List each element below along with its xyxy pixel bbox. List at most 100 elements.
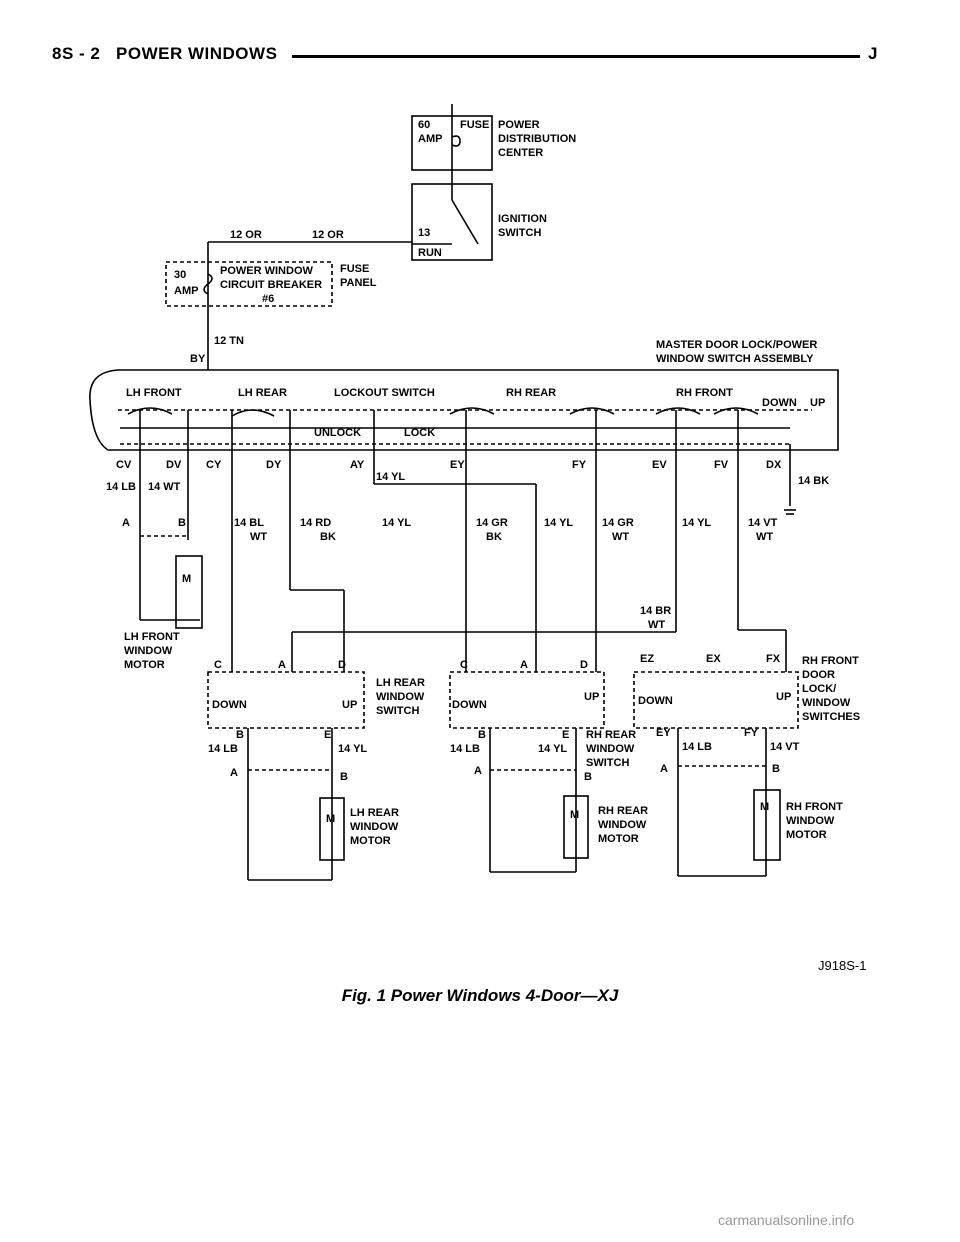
wire-14br-wt: WT xyxy=(648,619,665,631)
lhr-pin-a: A xyxy=(278,659,286,671)
rhf-wire-vt: 14 VT xyxy=(770,741,800,753)
breaker-amp: AMP xyxy=(174,285,198,297)
pdc-name-1: POWER xyxy=(498,119,540,131)
pin-dv: DV xyxy=(166,459,182,471)
pin-ey: EY xyxy=(450,459,465,471)
master-name-2: WINDOW SWITCH ASSEMBLY xyxy=(656,353,814,365)
pin-ev: EV xyxy=(652,459,667,471)
wire-14bl: 14 BL xyxy=(234,517,264,529)
lhr-pin-d: D xyxy=(338,659,346,671)
wire-12or-left: 12 OR xyxy=(230,229,262,241)
rhf-pin-ey: EY xyxy=(656,727,671,739)
rhf-motor-name-3: MOTOR xyxy=(786,829,827,841)
lhf-motor-name-1: LH FRONT xyxy=(124,631,180,643)
rhr-pin-c: C xyxy=(460,659,468,671)
rhr-pin-d: D xyxy=(580,659,588,671)
rhf-wire-lb: 14 LB xyxy=(682,741,712,753)
rhr-motor-name-2: WINDOW xyxy=(598,819,647,831)
page-header-left: 8S - 2 POWER WINDOWS xyxy=(52,44,277,64)
section-lh-rear: LH REAR xyxy=(238,387,287,399)
master-switch-box xyxy=(89,369,839,451)
wire-12or-right: 12 OR xyxy=(312,229,344,241)
rh-rear-motor-box xyxy=(563,795,589,859)
wire-14gr-bk: BK xyxy=(486,531,502,543)
footer-watermark[interactable]: carmanualsonline.info xyxy=(718,1212,855,1228)
lhr-motor-name-1: LH REAR xyxy=(350,807,399,819)
master-name-1: MASTER DOOR LOCK/POWER xyxy=(656,339,817,351)
lhf-pin-b: B xyxy=(178,517,186,529)
rhr-motor-name-1: RH REAR xyxy=(598,805,648,817)
rhr-pin-b: B xyxy=(478,729,486,741)
rhr-motor-pin-a: A xyxy=(474,765,482,777)
page-header-right: J xyxy=(868,44,878,63)
pdc-fuse-label: FUSE xyxy=(460,119,489,131)
lh-front-motor-box xyxy=(175,555,203,629)
figure-caption: Fig. 1 Power Windows 4-Door—XJ xyxy=(341,986,619,1005)
rhr-switch-name-1: RH REAR xyxy=(586,729,636,741)
lhr-motor-symbol: M xyxy=(326,813,335,825)
pin-cy: CY xyxy=(206,459,222,471)
lhr-switch-name-1: LH REAR xyxy=(376,677,425,689)
rhf-down: DOWN xyxy=(638,695,673,707)
rh-front-switches-box xyxy=(633,671,799,729)
rhf-motor-pin-b: B xyxy=(772,763,780,775)
rhf-switch-name-4: WINDOW xyxy=(802,697,851,709)
connector-by: BY xyxy=(190,353,206,365)
section-rh-front: RH FRONT xyxy=(676,387,733,399)
rhr-up: UP xyxy=(584,691,599,703)
wire-14bk: 14 BK xyxy=(798,475,829,487)
rhr-wire-lb: 14 LB xyxy=(450,743,480,755)
wire-14yl-top: 14 YL xyxy=(376,471,405,483)
lhr-switch-name-2: WINDOW xyxy=(376,691,425,703)
lhr-motor-name-3: MOTOR xyxy=(350,835,391,847)
ignition-name-2: SWITCH xyxy=(498,227,541,239)
wire-14yl-rhf: 14 YL xyxy=(682,517,711,529)
section-rh-rear: RH REAR xyxy=(506,387,556,399)
pdc-fuse-rating: 60 xyxy=(418,119,430,131)
ignition-terminal-num: 13 xyxy=(418,227,430,239)
wire-14bl-wt: WT xyxy=(250,531,267,543)
section-title: POWER WINDOWS xyxy=(116,44,278,63)
fuse-panel-1: FUSE xyxy=(340,263,369,275)
pdc-name-2: DISTRIBUTION xyxy=(498,133,576,145)
rhf-switch-name-1: RH FRONT xyxy=(802,655,859,667)
lhr-motor-pin-b: B xyxy=(340,771,348,783)
rhf-motor-name-1: RH FRONT xyxy=(786,801,843,813)
lock-label: LOCK xyxy=(404,427,435,439)
pin-ay: AY xyxy=(350,459,365,471)
lhr-pin-b: B xyxy=(236,729,244,741)
ignition-name-1: IGNITION xyxy=(498,213,547,225)
pin-dx: DX xyxy=(766,459,782,471)
rhf-pin-fx: FX xyxy=(766,653,781,665)
pin-dy: DY xyxy=(266,459,282,471)
section-lockout: LOCKOUT SWITCH xyxy=(334,387,435,399)
ignition-terminal-run: RUN xyxy=(418,247,442,259)
rhf-up: UP xyxy=(776,691,791,703)
lh-rear-motor-box xyxy=(319,797,345,861)
rhr-switch-name-2: WINDOW xyxy=(586,743,635,755)
figure-id: J918S-1 xyxy=(818,958,867,973)
lhr-up: UP xyxy=(342,699,357,711)
lh-rear-switch-box xyxy=(207,671,365,729)
rhf-switch-name-5: SWITCHES xyxy=(802,711,860,723)
rhf-switch-name-3: LOCK/ xyxy=(802,683,836,695)
rhf-motor-symbol: M xyxy=(760,801,769,813)
lhr-wire-yl: 14 YL xyxy=(338,743,367,755)
header-rule xyxy=(292,55,860,58)
rhf-pin-ez: EZ xyxy=(640,653,654,665)
rhr-motor-name-3: MOTOR xyxy=(598,833,639,845)
pin-fv: FV xyxy=(714,459,729,471)
wire-14vt-wt: WT xyxy=(756,531,773,543)
lhr-motor-name-2: WINDOW xyxy=(350,821,399,833)
rh-rear-switch-box xyxy=(449,671,605,729)
wire-14gr-1: 14 GR xyxy=(476,517,508,529)
lhf-pin-a: A xyxy=(122,517,130,529)
rhr-motor-symbol: M xyxy=(570,809,579,821)
wire-14gr-wt: WT xyxy=(612,531,629,543)
rhr-pin-e: E xyxy=(562,729,569,741)
master-down-label: DOWN xyxy=(762,397,797,409)
unlock-label: UNLOCK xyxy=(314,427,361,439)
wire-14rd-bk: BK xyxy=(320,531,336,543)
wire-14rd: 14 RD xyxy=(300,517,331,529)
rhf-motor-name-2: WINDOW xyxy=(786,815,835,827)
